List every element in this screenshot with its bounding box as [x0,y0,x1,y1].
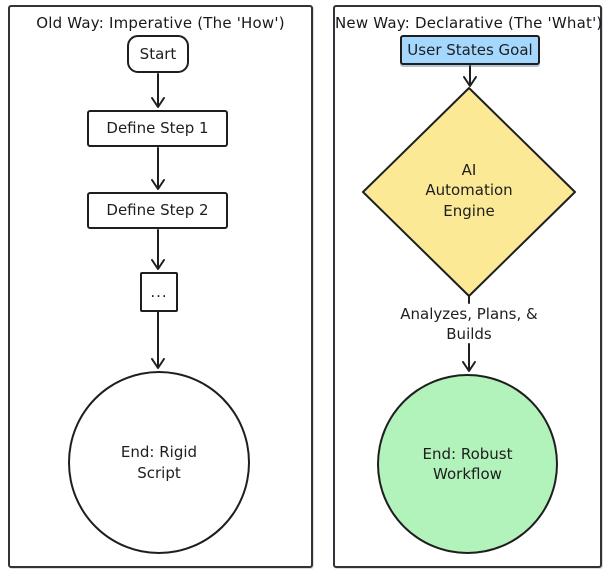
end-robust-workflow-node: End: Robust Workflow [377,374,558,554]
panel-new-way-title: New Way: Declarative (The 'What') [335,14,603,32]
end-rigid-script-node: End: Rigid Script [68,371,250,554]
user-states-goal-node: User States Goal [400,35,540,65]
start-node: Start [127,35,189,73]
define-step-1-node: Define Step 1 [87,110,228,147]
panel-old-way-title: Old Way: Imperative (The 'How') [36,14,285,32]
define-step-2-node: Define Step 2 [87,192,228,229]
ellipsis-node: ... [140,272,178,312]
